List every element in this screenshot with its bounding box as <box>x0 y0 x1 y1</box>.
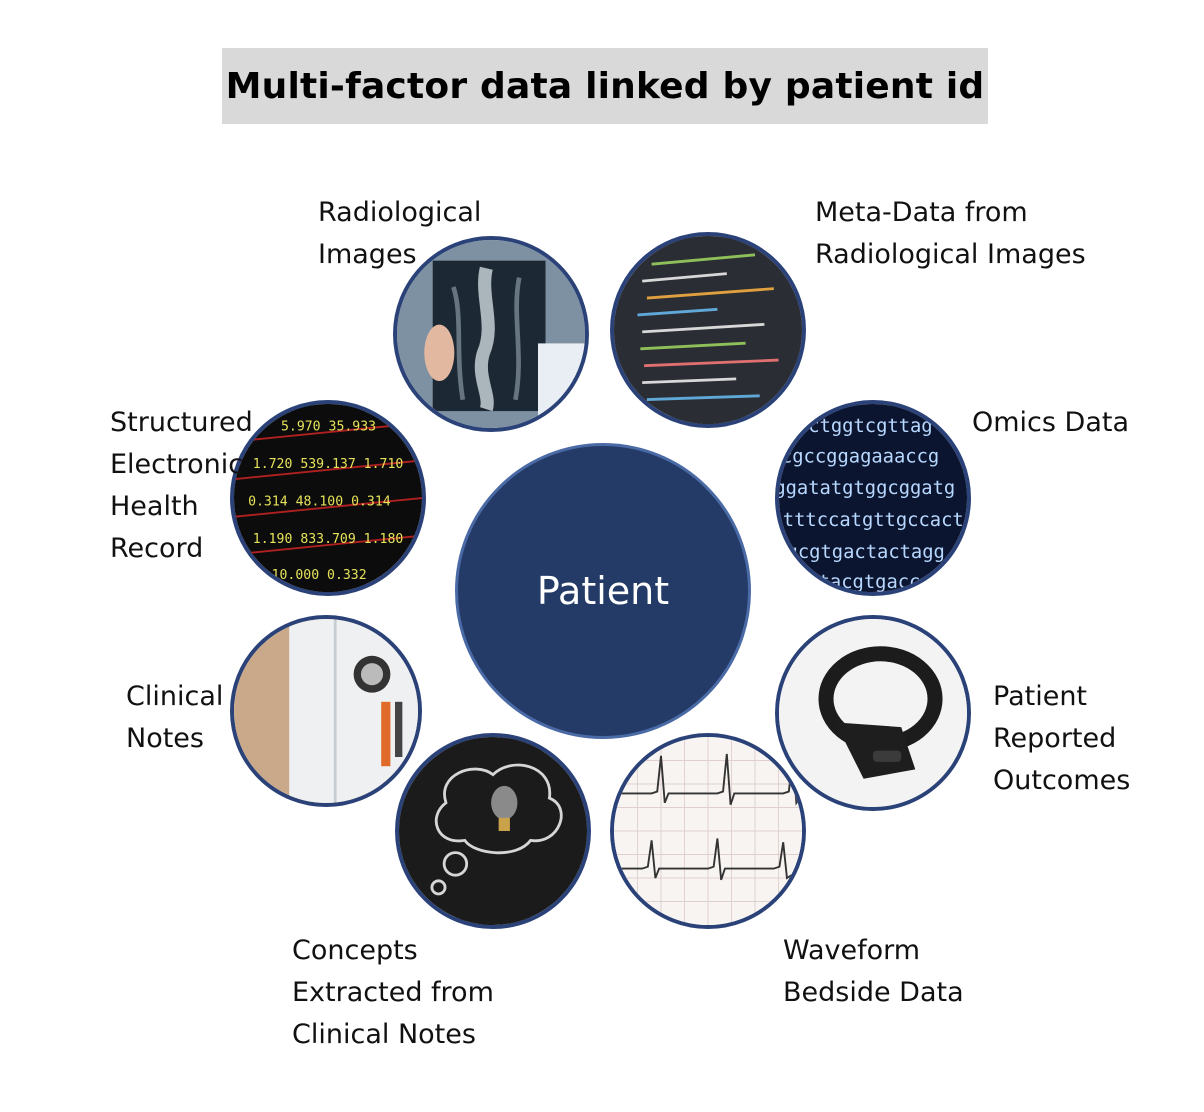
svg-text:1.190 833.709 1.180: 1.190 833.709 1.180 <box>253 532 404 547</box>
svg-text:cgcctggtcgttag: cgcctggtcgttag <box>779 416 933 437</box>
svg-text:ccagtacgtgacc: ccagtacgtgacc <box>779 572 920 592</box>
lightbulb-thought-icon <box>395 733 591 929</box>
svg-text:5.970 35.933: 5.970 35.933 <box>281 419 376 434</box>
svg-text:10.000 0.332: 10.000 0.332 <box>272 568 367 583</box>
svg-text:tgcgtgactactagg: tgcgtgactactagg <box>779 542 945 563</box>
xray-image-icon <box>393 236 589 432</box>
ecg-waveform-icon <box>610 733 806 929</box>
data-table-icon: 5.970 35.933 1.720 539.137 1.710 0.314 4… <box>230 400 426 596</box>
fitness-band-icon <box>775 615 971 811</box>
dna-sequence-icon: cgcctggtcgttag gcgccggagaaaccg ggatatgtg… <box>775 400 971 596</box>
svg-text:atttccatgttgccact: atttccatgttgccact <box>779 510 964 531</box>
svg-text:1.720 539.137 1.710: 1.720 539.137 1.710 <box>253 457 404 472</box>
code-screen-icon <box>610 232 806 428</box>
node-label-omics-data: Omics Data <box>972 407 1130 438</box>
svg-text:ggatatgtggcggatg: ggatatgtggcggatg <box>779 478 955 499</box>
svg-text:0.314 48.100 0.314: 0.314 48.100 0.314 <box>248 495 391 510</box>
diagram-title: Multi-factor data linked by patient id <box>225 65 985 107</box>
patient-label: Patient <box>536 569 670 613</box>
title-banner: Multi-factor data linked by patient id <box>222 48 988 124</box>
svg-text:gcgccggagaaaccg: gcgccggagaaaccg <box>779 446 939 467</box>
doctor-coat-icon <box>230 615 422 807</box>
patient-hub: Patient <box>455 443 751 739</box>
